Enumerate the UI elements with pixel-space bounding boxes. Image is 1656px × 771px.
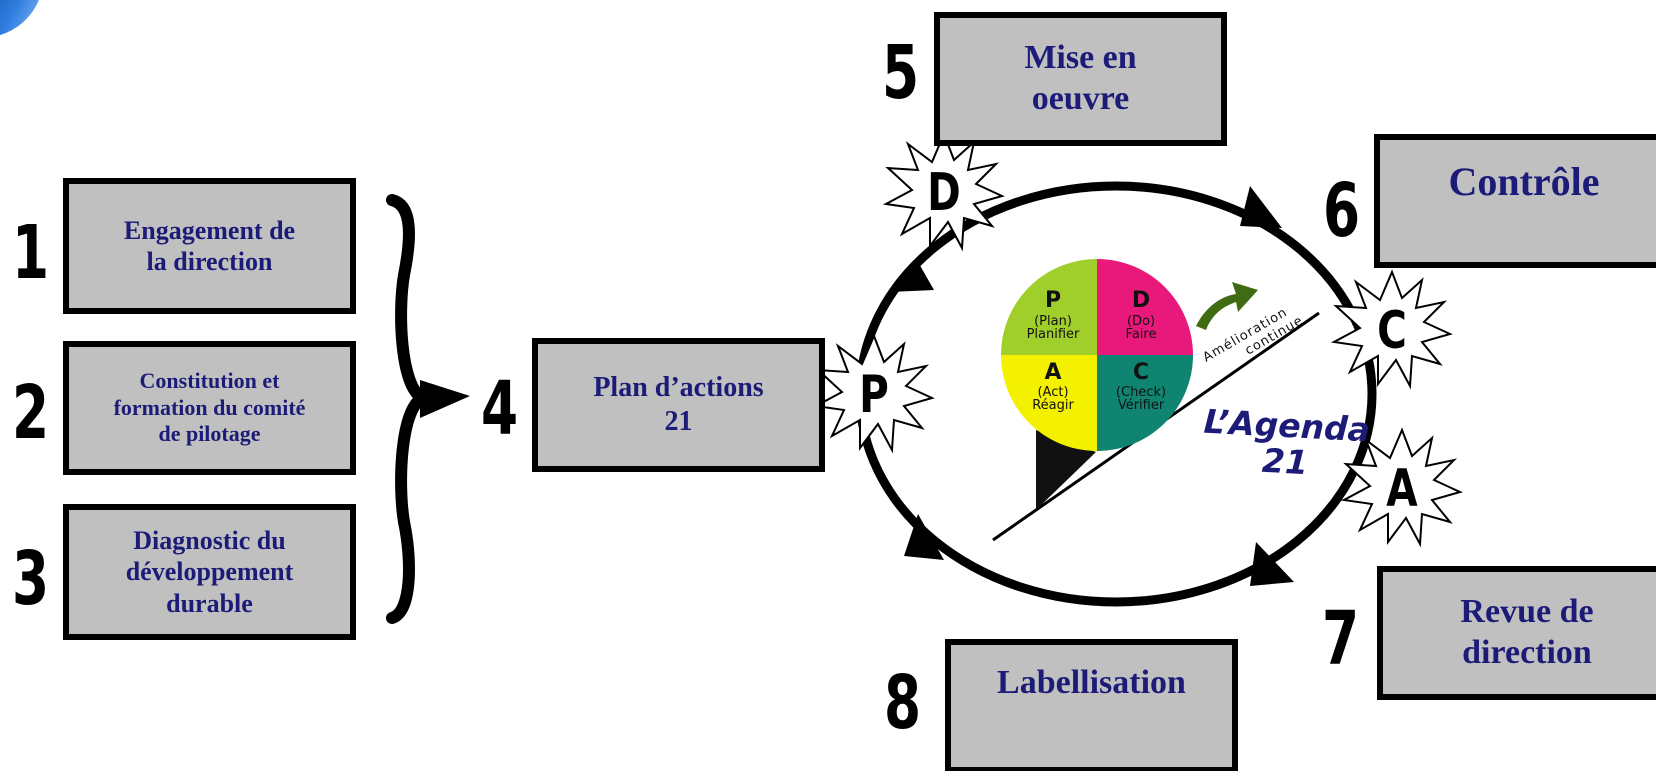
cycle-arrow-bottom-right [1250, 542, 1294, 586]
step-4-label: Plan d’actions 21 [593, 372, 764, 437]
cycle-arrow-bottom-left [904, 514, 944, 560]
step-8-number: 8 [884, 660, 921, 746]
brace-arrow [420, 380, 470, 418]
wheel-do-french: Faire [1126, 327, 1157, 342]
pdca-wheel: P (Plan) Planifier D (Do) Faire A (Act) … [1001, 259, 1193, 451]
wheel-do [1097, 259, 1193, 355]
wedge [1036, 430, 1096, 510]
wheel-act [1001, 355, 1097, 451]
burst-a: A [1340, 427, 1463, 548]
cycle-arrow-left-up [890, 262, 934, 292]
wheel-plan-letter: P [1045, 288, 1061, 313]
wheel-check [1097, 355, 1193, 451]
step-6-box: Contrôle [1374, 134, 1656, 268]
step-7-label: Revue de direction [1460, 593, 1594, 671]
step-1-label: Engagement de la direction [123, 215, 296, 276]
step-7-number: 7 [1322, 596, 1359, 682]
step-7-box: Revue de direction [1377, 566, 1656, 700]
grouping-brace [386, 194, 434, 624]
burst-p: P [812, 333, 935, 454]
step-6-number: 6 [1323, 168, 1360, 254]
agenda-21-label: L’Agenda 21 [1184, 402, 1387, 485]
marker-d: D [927, 162, 961, 222]
wheel-plan-french: Planifier [1027, 327, 1080, 342]
improvement-arrow-icon [1196, 282, 1258, 330]
wheel-check-letter: C [1133, 360, 1149, 385]
wheel-act-letter: A [1044, 360, 1061, 385]
wheel-do-english: (Do) [1127, 314, 1155, 329]
wheel-plan [1001, 259, 1097, 355]
marker-a: A [1386, 458, 1417, 518]
wheel-plan-english: (Plan) [1034, 314, 1072, 329]
step-8-box: Labellisation [945, 639, 1238, 771]
burst-d: D [882, 131, 1005, 252]
step-5-number: 5 [882, 30, 919, 116]
step-3-number: 3 [12, 536, 49, 622]
wheel-act-french: Réagir [1032, 398, 1074, 413]
step-8-label: Labellisation [997, 664, 1186, 701]
step-2-box: Constitution et formation du comité de p… [63, 341, 356, 475]
wheel-do-letter: D [1132, 288, 1150, 313]
step-4-box: Plan d’actions 21 [532, 338, 825, 472]
cycle-arrow-top [1240, 186, 1282, 228]
step-1-number: 1 [12, 210, 49, 296]
step-2-number: 2 [12, 370, 49, 456]
marker-c: C [1377, 300, 1407, 360]
wheel-act-english: (Act) [1037, 385, 1068, 400]
wheel-check-french: Vérifier [1118, 398, 1165, 413]
step-5-box: Mise en oeuvre [934, 12, 1227, 146]
wheel-check-english: (Check) [1116, 385, 1166, 400]
step-4-number: 4 [481, 366, 518, 452]
step-3-label: Diagnostic du développement durable [125, 526, 294, 618]
step-2-label: Constitution et formation du comité de p… [113, 368, 306, 447]
step-5-label: Mise en oeuvre [1024, 39, 1137, 117]
marker-p: P [859, 364, 889, 424]
burst-c: C [1330, 269, 1453, 390]
step-3-box: Diagnostic du développement durable [63, 504, 356, 640]
step-1-box: Engagement de la direction [63, 178, 356, 314]
step-6-label: Contrôle [1448, 159, 1600, 204]
